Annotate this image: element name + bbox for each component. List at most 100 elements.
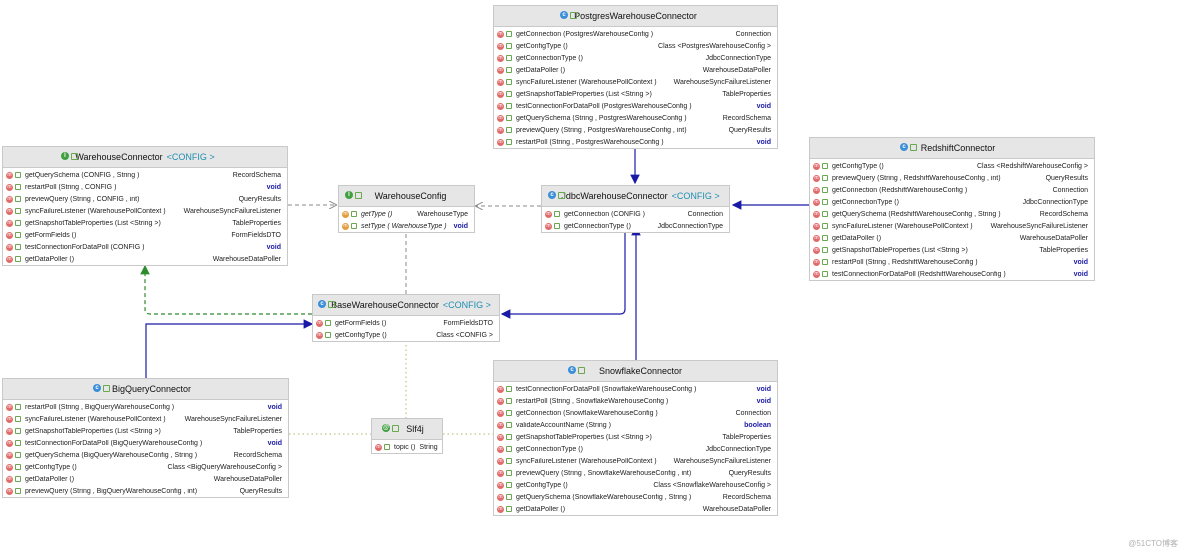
method-return-type: RecordSchema	[232, 171, 281, 179]
method-signature: getQuerySchema (String , PostgresWarehou…	[516, 114, 687, 122]
class-icon: c	[900, 143, 917, 151]
method-return-type: JdbcConnectionType	[657, 222, 723, 230]
public-visibility-icon	[15, 404, 21, 410]
public-visibility-icon	[506, 67, 512, 73]
public-visibility-icon	[506, 91, 512, 97]
method-signature: getConnectionType ()	[516, 54, 583, 62]
method-icon: m	[316, 319, 323, 327]
method-row[interactable]: m getSnapshotTableProperties (List <Strin…	[810, 244, 1094, 256]
class-name: RedshiftConnector	[920, 143, 996, 153]
class-icon: c	[560, 11, 577, 19]
method-icon: m	[497, 54, 504, 62]
method-signature: getSnapshotTableProperties (List <String…	[832, 246, 968, 254]
public-visibility-icon	[506, 115, 512, 121]
public-visibility-icon	[506, 482, 512, 488]
public-visibility-icon	[15, 208, 21, 214]
method-return-type: Class <RedshiftWarehouseConfig >	[976, 162, 1088, 170]
method-signature: testConnectionForDataPoll (PostgresWareh…	[516, 102, 692, 110]
method-return-type: WarehouseSyncFailureListener	[183, 207, 281, 215]
method-icon: m	[497, 90, 504, 98]
method-signature: getConfigType ()	[516, 481, 568, 489]
method-icon: m	[813, 246, 820, 254]
public-visibility-icon	[506, 103, 512, 109]
method-icon: m	[6, 451, 13, 459]
method-signature: testConnectionForDataPoll (SnowflakeWare…	[516, 385, 697, 393]
method-return-type: WarehouseDataPoller	[212, 255, 281, 263]
abstract-class-icon: c	[548, 191, 565, 199]
method-icon: m	[497, 66, 504, 74]
method-signature: getDataPoller ()	[25, 475, 75, 483]
method-icon: m	[497, 481, 504, 489]
method-return-type: WarehouseDataPoller	[702, 66, 771, 74]
method-icon: m	[497, 30, 504, 38]
public-visibility-icon	[15, 232, 21, 238]
method-signature: getConnection (RedshiftWarehouseConfig )	[832, 186, 968, 194]
method-icon: m	[6, 439, 13, 447]
method-signature: validateAccountName (String )	[516, 421, 611, 429]
public-visibility-icon	[15, 452, 21, 458]
